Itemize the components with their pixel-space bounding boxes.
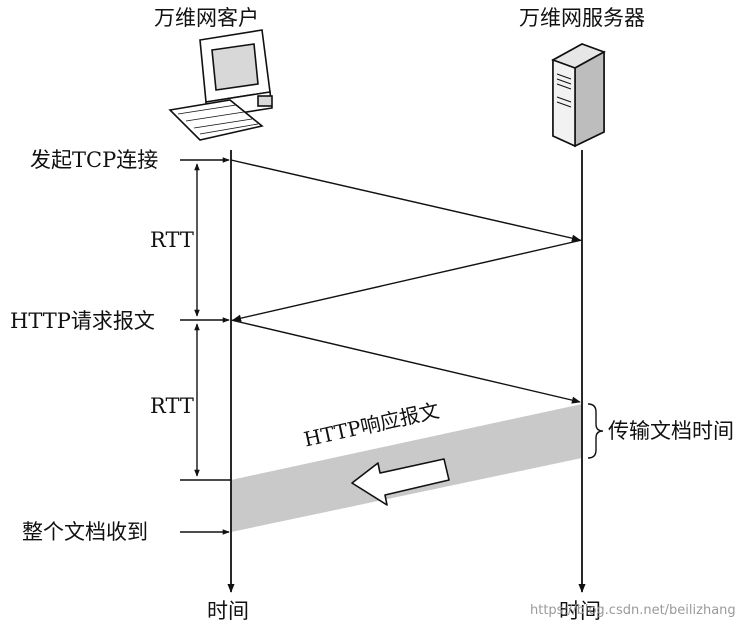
http-request-arrow xyxy=(230,319,581,404)
document-received-label: 整个文档收到 xyxy=(22,520,148,544)
watermark-text: https://blog.csdn.net/beilizhang xyxy=(530,603,736,618)
transfer-time-brace xyxy=(587,403,604,459)
client-time-label: 时间 xyxy=(207,599,249,623)
left-arrow-icon xyxy=(351,458,450,506)
server-tower-icon xyxy=(551,43,606,148)
client-title: 万维网客户 xyxy=(154,6,259,30)
tcp-syn-arrow xyxy=(230,159,581,242)
desktop-computer-icon xyxy=(168,29,273,141)
transfer-time-label: 传输文档时间 xyxy=(608,419,734,443)
tcp-synack-arrow xyxy=(232,239,583,322)
tcp-connect-label: 发起TCP连接 xyxy=(30,148,159,172)
server-time-label: 时间 xyxy=(559,599,601,623)
http-request-label: HTTP请求报文 xyxy=(10,309,155,333)
server-title: 万维网服务器 xyxy=(519,6,645,30)
rtt-2-label: RTT xyxy=(150,394,194,418)
rtt-1-label: RTT xyxy=(150,228,194,252)
